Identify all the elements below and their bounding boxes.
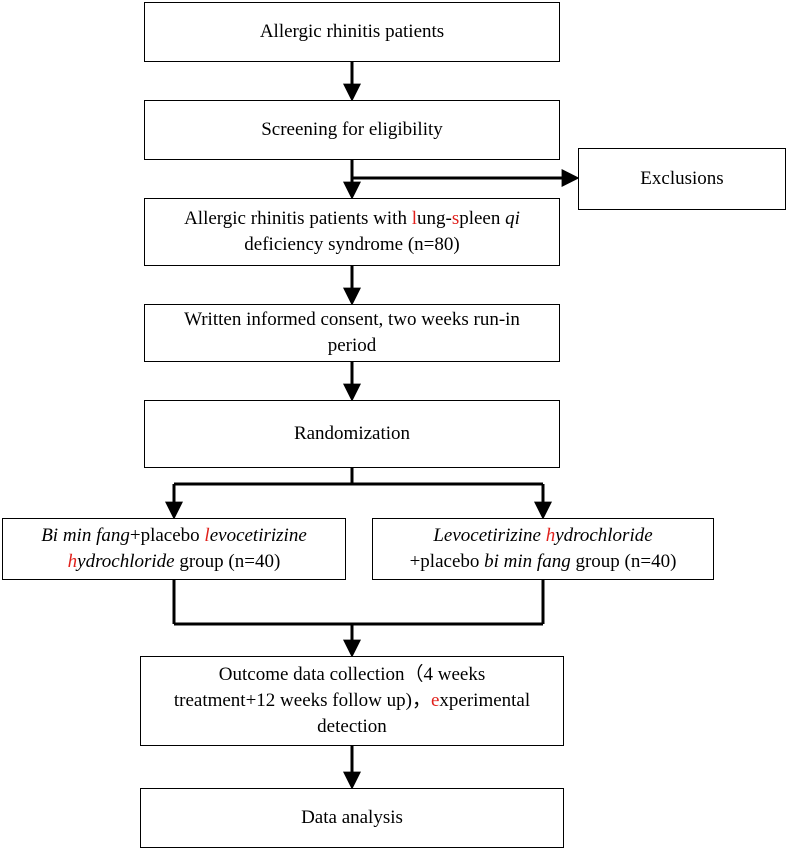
- text-part: ung-: [416, 208, 452, 229]
- italic-term: ydrochloride: [77, 551, 175, 572]
- text-part: +placebo: [409, 551, 485, 572]
- box-consent-runin: Written informed consent, two weeks run-…: [144, 304, 560, 362]
- box-text: Written informed consent, two weeks run-…: [184, 307, 520, 359]
- box-label: Data analysis: [301, 807, 403, 828]
- italic-term: bi min fang: [484, 551, 571, 572]
- highlight-letter: s: [451, 208, 460, 229]
- text-part: period: [327, 335, 377, 356]
- box-text: Bi min fang+placebo levocetirizine hydro…: [41, 523, 307, 575]
- box-group-levocetirizine: Levocetirizine hydrochloride +placebo bi…: [372, 518, 714, 580]
- box-label: Randomization: [293, 423, 411, 444]
- text-part: deficiency syndrome (n=80): [244, 234, 460, 255]
- box-text: Allergic rhinitis patients with lung-spl…: [184, 206, 520, 258]
- box-outcome-collection: Outcome data collection（4 weeks treatmen…: [140, 656, 564, 746]
- italic-term: ydrochloride: [555, 525, 653, 546]
- text-part: xperimental: [439, 690, 531, 711]
- box-label: Allergic rhinitis patients: [259, 21, 445, 42]
- text-part: group (n=40): [174, 551, 281, 572]
- box-randomization: Randomization: [144, 400, 560, 468]
- italic-term: Bi min fang: [41, 525, 130, 546]
- highlight-letter: l: [411, 208, 417, 229]
- italic-term: evocetirizine: [209, 525, 307, 546]
- highlight-letter: h: [545, 525, 556, 546]
- box-label: Exclusions: [640, 168, 724, 189]
- box-data-analysis: Data analysis: [140, 788, 564, 848]
- box-screening: Screening for eligibility: [144, 100, 560, 160]
- text-part: group (n=40): [570, 551, 677, 572]
- text-part: +placebo: [129, 525, 205, 546]
- box-text: Outcome data collection（4 weeks treatmen…: [174, 662, 530, 740]
- italic-term: qi: [505, 208, 520, 229]
- text-part: pleen: [459, 208, 506, 229]
- italic-term: Levocetirizine: [433, 525, 546, 546]
- text-part: detection: [317, 716, 387, 737]
- box-text: Levocetirizine hydrochloride +placebo bi…: [410, 523, 677, 575]
- text-part: treatment+12 weeks follow up)，: [173, 690, 431, 711]
- text-part: Allergic rhinitis patients with: [184, 208, 412, 229]
- box-eligible-patients: Allergic rhinitis patients with lung-spl…: [144, 198, 560, 266]
- box-label: Screening for eligibility: [261, 119, 443, 140]
- highlight-letter: l: [204, 525, 210, 546]
- text-part: Outcome data collection（4 weeks: [218, 664, 486, 685]
- highlight-letter: e: [430, 690, 440, 711]
- box-allergic-rhinitis-patients: Allergic rhinitis patients: [144, 2, 560, 62]
- text-part: Written informed consent, two weeks run-…: [184, 309, 520, 330]
- box-exclusions: Exclusions: [578, 148, 786, 210]
- box-group-bi-min-fang: Bi min fang+placebo levocetirizine hydro…: [2, 518, 346, 580]
- highlight-letter: h: [67, 551, 78, 572]
